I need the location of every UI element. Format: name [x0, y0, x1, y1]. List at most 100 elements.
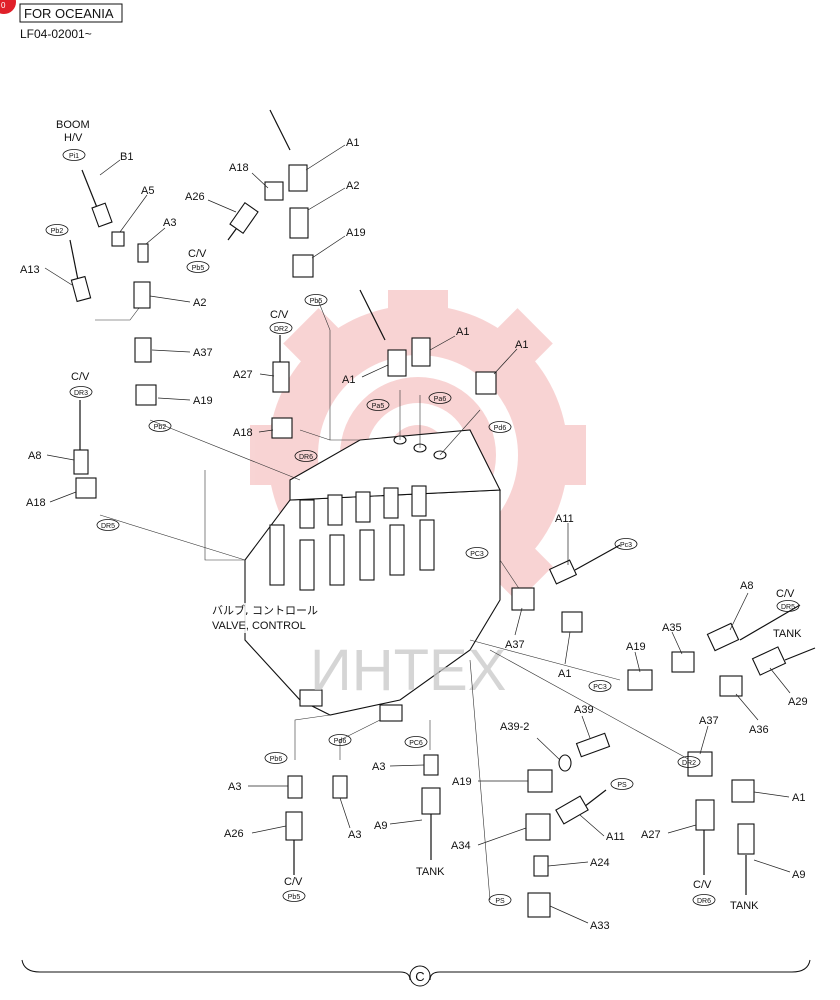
callout-label: BOOM: [56, 119, 90, 131]
port-tag: Pb5: [282, 890, 306, 902]
callout-label: A35: [662, 622, 682, 634]
svg-text:Pb2: Pb2: [154, 424, 167, 431]
corner-badge: [0, 0, 16, 14]
svg-text:DR5: DR5: [781, 604, 795, 611]
port-tag: Pb5: [304, 294, 328, 306]
callout-label: A9: [374, 820, 387, 832]
section-marker: [409, 965, 431, 987]
callout-label: B1: [120, 151, 133, 163]
callout-label: A2: [193, 297, 206, 309]
port-tag: Pb5: [186, 261, 210, 273]
callout-label: A33: [590, 920, 610, 932]
callout-label: A11: [555, 513, 574, 525]
port-tag: PS: [610, 778, 634, 790]
callout-label: A24: [590, 857, 610, 869]
port-tag: Pa5: [366, 399, 390, 411]
svg-text:PC3: PC3: [470, 551, 484, 558]
svg-text:DR2: DR2: [682, 760, 696, 767]
callout-label: A5: [141, 185, 154, 197]
svg-text:Pc3: Pc3: [620, 542, 632, 549]
svg-text:PC6: PC6: [409, 740, 423, 747]
callout-label: H/V: [64, 132, 83, 144]
fittings: [69, 109, 816, 918]
svg-text:DR5: DR5: [101, 523, 115, 530]
port-tags: Pi1 Pb2 Pb5 Pb5 DR2 DR3 Pb2 DR6 DR5 Pa5 …: [45, 149, 800, 906]
port-tag: PC6: [404, 736, 428, 748]
callout-label: A9: [792, 869, 805, 881]
callout-label: A1: [515, 339, 528, 351]
callout-label: A39: [574, 704, 594, 716]
svg-text:Pd6: Pd6: [334, 738, 347, 745]
port-tag: Pa6: [428, 392, 452, 404]
callout-label: A18: [26, 497, 46, 509]
port-tag: Pb6: [264, 752, 288, 764]
svg-text:Pb2: Pb2: [51, 228, 64, 235]
callout-label: A1: [456, 326, 469, 338]
callout-label: C/V: [284, 876, 303, 888]
svg-text:Pb5: Pb5: [310, 298, 323, 305]
callout-label: A29: [788, 696, 808, 708]
callout-label: A19: [346, 227, 366, 239]
callout-label: A37: [505, 639, 525, 651]
svg-text:PC3: PC3: [593, 684, 607, 691]
leader-lines: [44, 144, 791, 924]
callout-label: C/V: [71, 371, 90, 383]
port-tag: PC3: [465, 547, 489, 559]
svg-text:PS: PS: [495, 898, 505, 905]
port-tag: Pd6: [488, 421, 512, 433]
port-tag: DR3: [69, 386, 93, 398]
callout-label: TANK: [773, 628, 802, 640]
svg-text:Pb5: Pb5: [192, 265, 205, 272]
port-tag: DR2: [269, 322, 293, 334]
callout-label: A26: [185, 191, 205, 203]
callout-label: A1: [792, 792, 805, 804]
corner-badge-text: 0: [1, 1, 6, 10]
svg-text:Pb6: Pb6: [270, 756, 283, 763]
callout-label: A1: [342, 374, 355, 386]
callout-label: A19: [452, 776, 472, 788]
callout-label: A1: [558, 668, 571, 680]
port-tag: DR6: [294, 450, 318, 462]
region-label: FOR OCEANIA: [24, 6, 114, 21]
callout-label: A3: [372, 761, 385, 773]
callout-label: A3: [163, 217, 176, 229]
callout-label: A19: [193, 395, 213, 407]
port-tag: DR5: [96, 519, 120, 531]
svg-text:Pi1: Pi1: [69, 153, 79, 160]
callout-label: A27: [233, 369, 253, 381]
callout-label: C/V: [776, 588, 795, 600]
callout-label: C/V: [693, 879, 712, 891]
callout-label: TANK: [730, 900, 759, 912]
svg-text:Pb5: Pb5: [288, 894, 301, 901]
serial-label: LF04-02001~: [20, 27, 92, 41]
callout-label: A37: [699, 715, 719, 727]
callout-label: A18: [233, 427, 253, 439]
svg-text:PS: PS: [617, 782, 627, 789]
callout-label: A2: [346, 180, 359, 192]
footer-bracket: C: [21, 959, 811, 987]
callout-label: A1: [346, 137, 359, 149]
svg-text:DR6: DR6: [299, 454, 313, 461]
callout-label: A8: [740, 580, 753, 592]
port-tag: Pb2: [45, 224, 69, 236]
control-valve: [244, 429, 501, 722]
svg-text:DR2: DR2: [274, 326, 288, 333]
callout-label: A13: [20, 264, 40, 276]
callout-label: A18: [229, 162, 249, 174]
callout-label: A26: [224, 828, 244, 840]
svg-text:Pd6: Pd6: [494, 425, 507, 432]
callout-label: A19: [626, 641, 646, 653]
port-tag: PC3: [588, 680, 612, 692]
callout-label: A11: [606, 831, 625, 843]
region-box: [19, 3, 123, 23]
callout-label: A27: [641, 829, 661, 841]
valve-caption-en: VALVE, CONTROL: [212, 620, 306, 632]
port-tag: DR5: [776, 600, 800, 612]
callout-label: A34: [451, 840, 471, 852]
callout-label: A37: [193, 347, 213, 359]
callout-label: A39-2: [500, 721, 529, 733]
callout-label: A3: [228, 781, 241, 793]
svg-text:Pa6: Pa6: [434, 396, 447, 403]
port-tag: DR2: [677, 756, 701, 768]
